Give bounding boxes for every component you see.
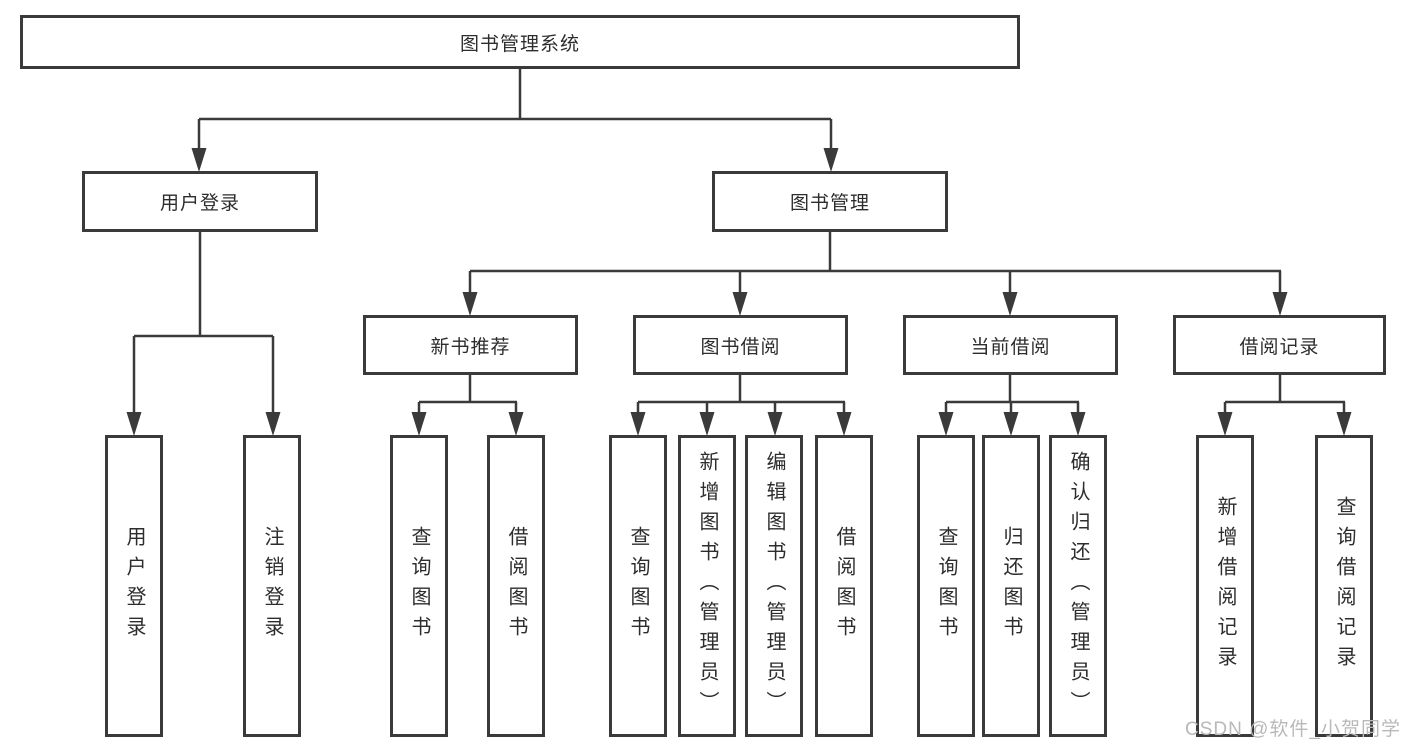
node-book-management-label: 图书管理 <box>789 193 870 214</box>
leaf-query-books-recommend-label: 查询图书 <box>408 526 430 646</box>
node-current-borrow: 当前借阅 <box>903 315 1118 375</box>
leaf-logout: 注销登录 <box>243 435 301 737</box>
leaf-borrow-books-recommend: 借阅图书 <box>487 435 545 737</box>
node-user-login: 用户登录 <box>82 171 318 232</box>
leaf-edit-books-admin-label: 编辑图书（管理员） <box>763 451 785 721</box>
leaf-add-books-admin-label: 新增图书（管理员） <box>696 451 718 721</box>
leaf-query-borrow-record: 查询借阅记录 <box>1315 435 1373 737</box>
connector-user-login-children <box>132 232 275 414</box>
node-new-book-recommend: 新书推荐 <box>363 315 578 375</box>
leaf-add-borrow-record: 新增借阅记录 <box>1196 435 1254 737</box>
node-root-label: 图书管理系统 <box>459 33 580 55</box>
node-new-book-recommend-label: 新书推荐 <box>430 336 511 358</box>
connector-root-to-level2 <box>197 69 833 150</box>
connector-book-borrow-children <box>636 375 846 414</box>
leaf-add-borrow-record-label: 新增借阅记录 <box>1214 496 1236 676</box>
leaf-user-login: 用户登录 <box>105 435 163 737</box>
leaf-query-books-recommend: 查询图书 <box>390 435 448 737</box>
node-borrow-records: 借阅记录 <box>1173 315 1386 375</box>
leaf-confirm-return-admin: 确认归还（管理员） <box>1049 435 1107 737</box>
leaf-confirm-return-admin-label: 确认归还（管理员） <box>1067 451 1089 721</box>
node-book-borrow: 图书借阅 <box>633 315 848 375</box>
arrowheads-new-book-children <box>411 412 524 436</box>
leaf-add-books-admin: 新增图书（管理员） <box>678 435 736 737</box>
arrowheads-level2 <box>191 148 839 172</box>
node-borrow-records-label: 借阅记录 <box>1239 336 1320 358</box>
arrowheads-borrow-records-children <box>1217 412 1352 436</box>
leaf-borrow-books: 借阅图书 <box>815 435 873 737</box>
leaf-query-books-borrow: 查询图书 <box>609 435 667 737</box>
connector-book-management-children <box>468 232 1282 294</box>
leaf-borrow-books-recommend-label: 借阅图书 <box>505 526 527 646</box>
leaf-query-books-current: 查询图书 <box>917 435 975 737</box>
leaf-query-borrow-record-label: 查询借阅记录 <box>1333 496 1355 676</box>
leaf-borrow-books-label: 借阅图书 <box>833 526 855 646</box>
csdn-watermark: CSDN @软件_小贺同学 <box>1185 719 1401 740</box>
leaf-query-books-borrow-label: 查询图书 <box>627 526 649 646</box>
node-user-login-label: 用户登录 <box>159 193 240 214</box>
leaf-return-books: 归还图书 <box>982 435 1040 737</box>
node-book-management: 图书管理 <box>712 171 948 232</box>
connector-current-borrow-children <box>944 375 1080 414</box>
leaf-query-books-current-label: 查询图书 <box>935 526 957 646</box>
leaf-return-books-label: 归还图书 <box>1000 526 1022 646</box>
node-current-borrow-label: 当前借阅 <box>970 336 1051 358</box>
arrowheads-current-borrow-children <box>938 412 1086 436</box>
arrowheads-book-borrow-children <box>630 412 852 436</box>
connector-new-book-children <box>417 375 518 414</box>
node-root-system: 图书管理系统 <box>20 15 1020 69</box>
leaf-user-login-label: 用户登录 <box>123 526 145 646</box>
arrowheads-level3 <box>462 292 1288 316</box>
leaf-edit-books-admin: 编辑图书（管理员） <box>745 435 803 737</box>
connector-borrow-records-children <box>1223 375 1346 414</box>
arrowheads-user-login-children <box>126 412 281 436</box>
leaf-logout-label: 注销登录 <box>261 526 283 646</box>
node-book-borrow-label: 图书借阅 <box>700 336 781 358</box>
